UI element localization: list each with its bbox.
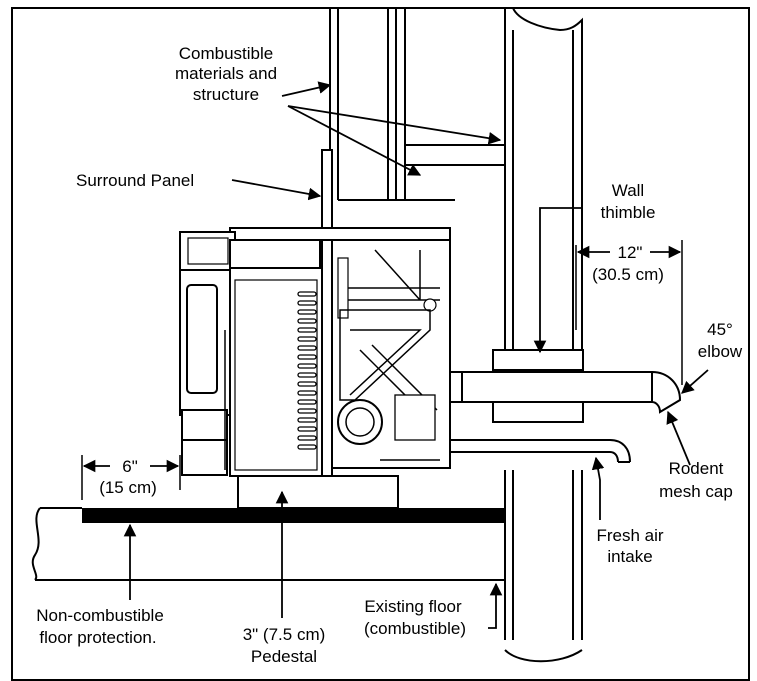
louver-slot bbox=[297, 390, 317, 396]
svg-text:Pedestal: Pedestal bbox=[251, 647, 317, 666]
svg-text:3" (7.5 cm): 3" (7.5 cm) bbox=[243, 625, 326, 644]
svg-text:intake: intake bbox=[607, 547, 652, 566]
svg-text:Wall: Wall bbox=[612, 181, 644, 200]
louver-slot bbox=[297, 399, 317, 405]
dimension-6in bbox=[81, 455, 181, 500]
svg-text:(15 cm): (15 cm) bbox=[99, 478, 157, 497]
svg-text:Rodent: Rodent bbox=[669, 459, 724, 478]
louver-slot bbox=[297, 426, 317, 432]
louver-slot bbox=[297, 309, 317, 315]
fresh-air-intake-pipe bbox=[450, 439, 631, 463]
label-wall-thimble: Wall thimble bbox=[601, 181, 656, 222]
svg-text:6": 6" bbox=[122, 457, 138, 476]
svg-text:thimble: thimble bbox=[601, 203, 656, 222]
louver-slot bbox=[297, 345, 317, 351]
surround-panel bbox=[321, 149, 333, 509]
louver-slot bbox=[297, 354, 317, 360]
louver-slot bbox=[297, 408, 317, 414]
svg-text:(combustible): (combustible) bbox=[364, 619, 466, 638]
combustible-line-3: structure bbox=[193, 85, 259, 104]
label-floor-protection: Non-combustible floor protection. bbox=[36, 606, 164, 647]
label-rodent-cap: Rodent mesh cap bbox=[659, 459, 733, 501]
label-clearance-6: 6" (15 cm) bbox=[99, 457, 157, 497]
floor-protection-slab bbox=[82, 508, 505, 523]
louver-slot bbox=[297, 417, 317, 423]
label-fresh-air: Fresh air intake bbox=[596, 526, 663, 566]
svg-text:Fresh air: Fresh air bbox=[596, 526, 663, 545]
svg-text:(30.5 cm): (30.5 cm) bbox=[592, 265, 664, 284]
vent-wall-studs bbox=[504, 7, 583, 663]
side-louvers bbox=[297, 291, 317, 450]
louver-slot bbox=[297, 318, 317, 324]
louver-slot bbox=[297, 291, 317, 297]
label-elbow: 45° elbow bbox=[698, 320, 743, 361]
exhaust-vent-pipe bbox=[450, 370, 682, 414]
louver-slot bbox=[297, 300, 317, 306]
svg-text:45°: 45° bbox=[707, 320, 733, 339]
svg-text:Non-combustible: Non-combustible bbox=[36, 606, 164, 625]
label-combustible: Combustible materials and structure bbox=[175, 44, 277, 104]
svg-text:12": 12" bbox=[618, 243, 643, 262]
header-beam bbox=[405, 144, 505, 166]
louver-slot bbox=[297, 381, 317, 387]
svg-text:mesh cap: mesh cap bbox=[659, 482, 733, 501]
label-existing-floor: Existing floor (combustible) bbox=[364, 597, 466, 638]
svg-text:floor protection.: floor protection. bbox=[39, 628, 156, 647]
label-surround-panel: Surround Panel bbox=[76, 171, 194, 190]
combustible-line-1: Combustible bbox=[179, 44, 274, 63]
combustible-line-2: materials and bbox=[175, 64, 277, 83]
label-clearance-12: 12" (30.5 cm) bbox=[592, 243, 664, 284]
leader-arrows bbox=[123, 81, 709, 629]
louver-slot bbox=[297, 444, 317, 450]
louver-slot bbox=[297, 336, 317, 342]
svg-text:elbow: elbow bbox=[698, 342, 743, 361]
label-pedestal: 3" (7.5 cm) Pedestal bbox=[243, 625, 326, 666]
dimension-12in bbox=[575, 240, 683, 385]
pedestal-block bbox=[237, 475, 399, 509]
louver-slot bbox=[297, 372, 317, 378]
left-wall-studs bbox=[329, 8, 455, 201]
louver-slot bbox=[297, 327, 317, 333]
floor-lines bbox=[31, 507, 505, 581]
svg-text:Existing floor: Existing floor bbox=[364, 597, 462, 616]
louver-slot bbox=[297, 363, 317, 369]
wall-thimble bbox=[492, 349, 584, 423]
louver-slot bbox=[297, 435, 317, 441]
pellet-stove bbox=[179, 227, 451, 509]
diagram-frame bbox=[11, 7, 750, 681]
